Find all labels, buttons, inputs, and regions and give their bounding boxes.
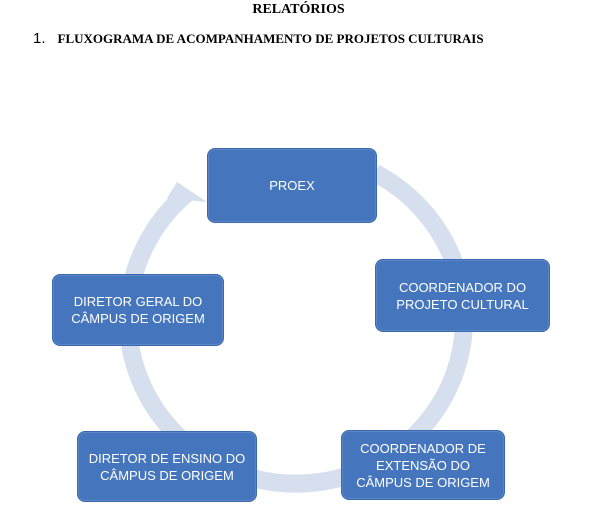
- node-coordenador-extensao: COORDENADOR DE EXTENSÃO DO CÂMPUS DE ORI…: [341, 430, 505, 500]
- node-label: COORDENADOR DO PROJETO CULTURAL: [396, 279, 529, 312]
- node-proex: PROEX: [207, 148, 377, 223]
- node-label: PROEX: [269, 178, 315, 193]
- section-number: 1.: [33, 30, 46, 47]
- node-label: DIRETOR DE ENSINO DO CÂMPUS DE ORIGEM: [88, 450, 246, 483]
- page-title: RELATÓRIOS: [252, 2, 345, 17]
- node-diretor-geral: DIRETOR GERAL DO CÂMPUS DE ORIGEM: [52, 274, 224, 346]
- cycle-arrowhead: [167, 182, 207, 202]
- section-heading: 1. FLUXOGRAMA DE ACOMPANHAMENTO DE PROJET…: [33, 30, 593, 48]
- node-label: DIRETOR GERAL DO CÂMPUS DE ORIGEM: [71, 294, 205, 326]
- node-label: COORDENADOR DE EXTENSÃO DO CÂMPUS DE ORI…: [356, 440, 490, 490]
- section-title: FLUXOGRAMA DE ACOMPANHAMENTO DE PROJETOS…: [57, 31, 484, 46]
- node-diretor-ensino: DIRETOR DE ENSINO DO CÂMPUS DE ORIGEM: [77, 431, 257, 502]
- node-coordenador-projeto-cultural: COORDENADOR DO PROJETO CULTURAL: [375, 259, 550, 332]
